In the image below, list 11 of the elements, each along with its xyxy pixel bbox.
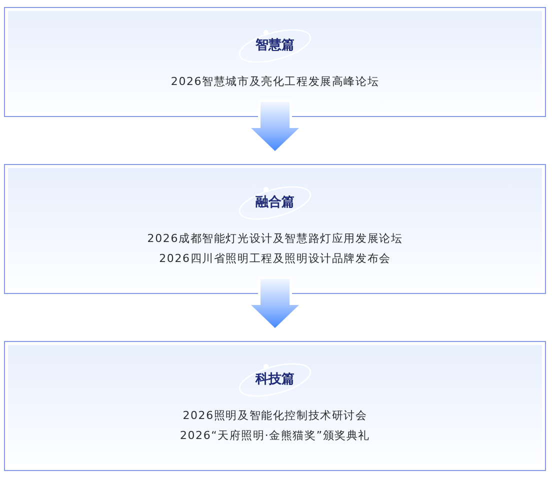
section-panel xyxy=(4,341,546,471)
section-panel xyxy=(4,164,546,294)
section-heading: 智慧篇 xyxy=(256,37,294,55)
section-heading: 科技篇 xyxy=(256,371,294,389)
section-panel xyxy=(4,7,546,117)
event-title: 2026“天府照明·金熊猫奖”颁奖典礼 xyxy=(180,428,370,444)
event-title: 2026智慧城市及亮化工程发展高峰论坛 xyxy=(170,74,380,90)
event-title: 2026照明及智能化控制技术研讨会 xyxy=(182,408,368,424)
event-title: 2026四川省照明工程及照明设计品牌发布会 xyxy=(159,251,391,267)
section-heading: 融合篇 xyxy=(256,194,294,212)
event-title: 2026成都智能灯光设计及智慧路灯应用发展论坛 xyxy=(147,231,403,247)
